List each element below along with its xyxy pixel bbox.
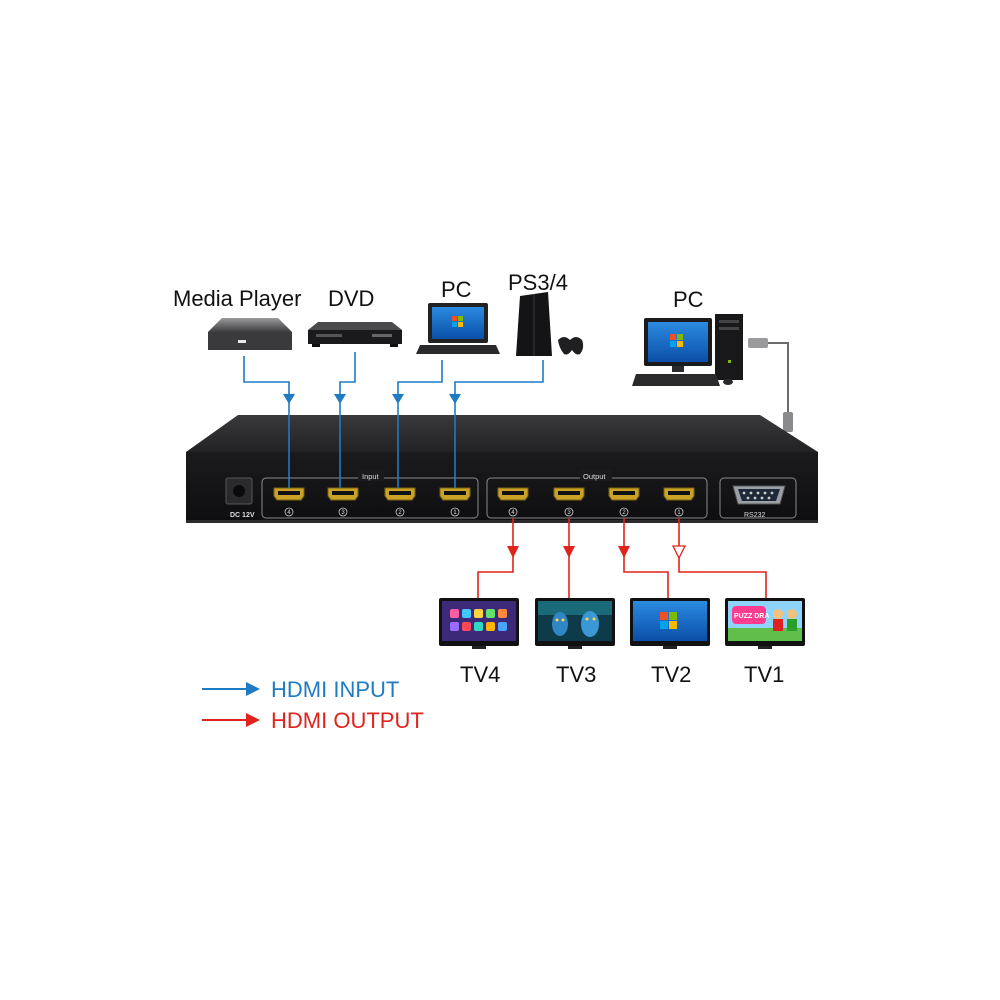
input-arrowheads xyxy=(283,394,461,404)
tv4-screen xyxy=(439,598,519,649)
output-port-number: 1 xyxy=(677,510,681,516)
source-label-pc-control: PC xyxy=(673,287,704,312)
output-arrowhead-tv1 xyxy=(671,545,687,560)
output-port-number: 4 xyxy=(511,510,515,516)
dc-12v-label: DC 12V xyxy=(230,512,255,519)
tv1-screen-text: PUZZ DRA xyxy=(734,613,769,620)
source-label-dvd: DVD xyxy=(328,286,375,311)
output-group-label: Output xyxy=(583,472,606,481)
input-port-number: 2 xyxy=(398,510,402,516)
input-port-number: 1 xyxy=(453,510,457,516)
desktop-pc-icon xyxy=(632,314,743,386)
source-label-ps: PS3/4 xyxy=(508,270,568,295)
input-port-number: 3 xyxy=(341,510,345,516)
hdmi-input-port-2 xyxy=(384,487,416,501)
output-port-number: 3 xyxy=(567,510,571,516)
legend-output-arrow-icon xyxy=(202,713,260,727)
source-label-pc-laptop: PC xyxy=(441,277,472,302)
rs232-label: RS232 xyxy=(744,512,766,519)
tv2-screen xyxy=(630,598,710,649)
output-port-number: 2 xyxy=(622,510,626,516)
tv1-screen: PUZZ DRA xyxy=(725,598,805,649)
legend-input-arrow-icon xyxy=(202,682,260,696)
input-connector-lines xyxy=(243,352,544,488)
output-connector-lines xyxy=(477,518,767,598)
input-group-label: Input xyxy=(362,472,380,481)
tv4-label: TV4 xyxy=(460,662,501,687)
hdmi-matrix-switch xyxy=(186,415,818,523)
tv2-label: TV2 xyxy=(651,662,692,687)
output-port-numbers: 4 3 2 1 xyxy=(508,507,684,517)
ps4-console-icon xyxy=(516,292,584,356)
tv3-label: TV3 xyxy=(556,662,597,687)
input-port-numbers: 4 3 2 1 xyxy=(284,507,460,517)
hdmi-output-port-3 xyxy=(553,487,585,501)
hdmi-input-port-1 xyxy=(439,487,471,501)
tv1-label: TV1 xyxy=(744,662,785,687)
input-port-number: 4 xyxy=(287,510,291,516)
output-arrowheads xyxy=(507,546,630,558)
dc-power-jack xyxy=(225,477,253,505)
source-label-media-player: Media Player xyxy=(173,286,302,311)
serial-cable xyxy=(748,338,793,432)
media-player-icon xyxy=(208,318,292,350)
rs232-port-group xyxy=(719,477,797,519)
laptop-icon xyxy=(416,303,500,354)
dvd-player-icon xyxy=(308,322,402,347)
hdmi-output-port-2 xyxy=(608,487,640,501)
legend-input-label: HDMI INPUT xyxy=(271,677,400,702)
hdmi-input-port-3 xyxy=(327,487,359,501)
legend-output-label: HDMI OUTPUT xyxy=(271,708,424,733)
rs232-port xyxy=(732,485,786,505)
hdmi-input-port-4 xyxy=(273,487,305,501)
tv3-screen xyxy=(535,598,615,649)
hdmi-output-port-1 xyxy=(663,487,695,501)
hdmi-output-port-4 xyxy=(497,487,529,501)
